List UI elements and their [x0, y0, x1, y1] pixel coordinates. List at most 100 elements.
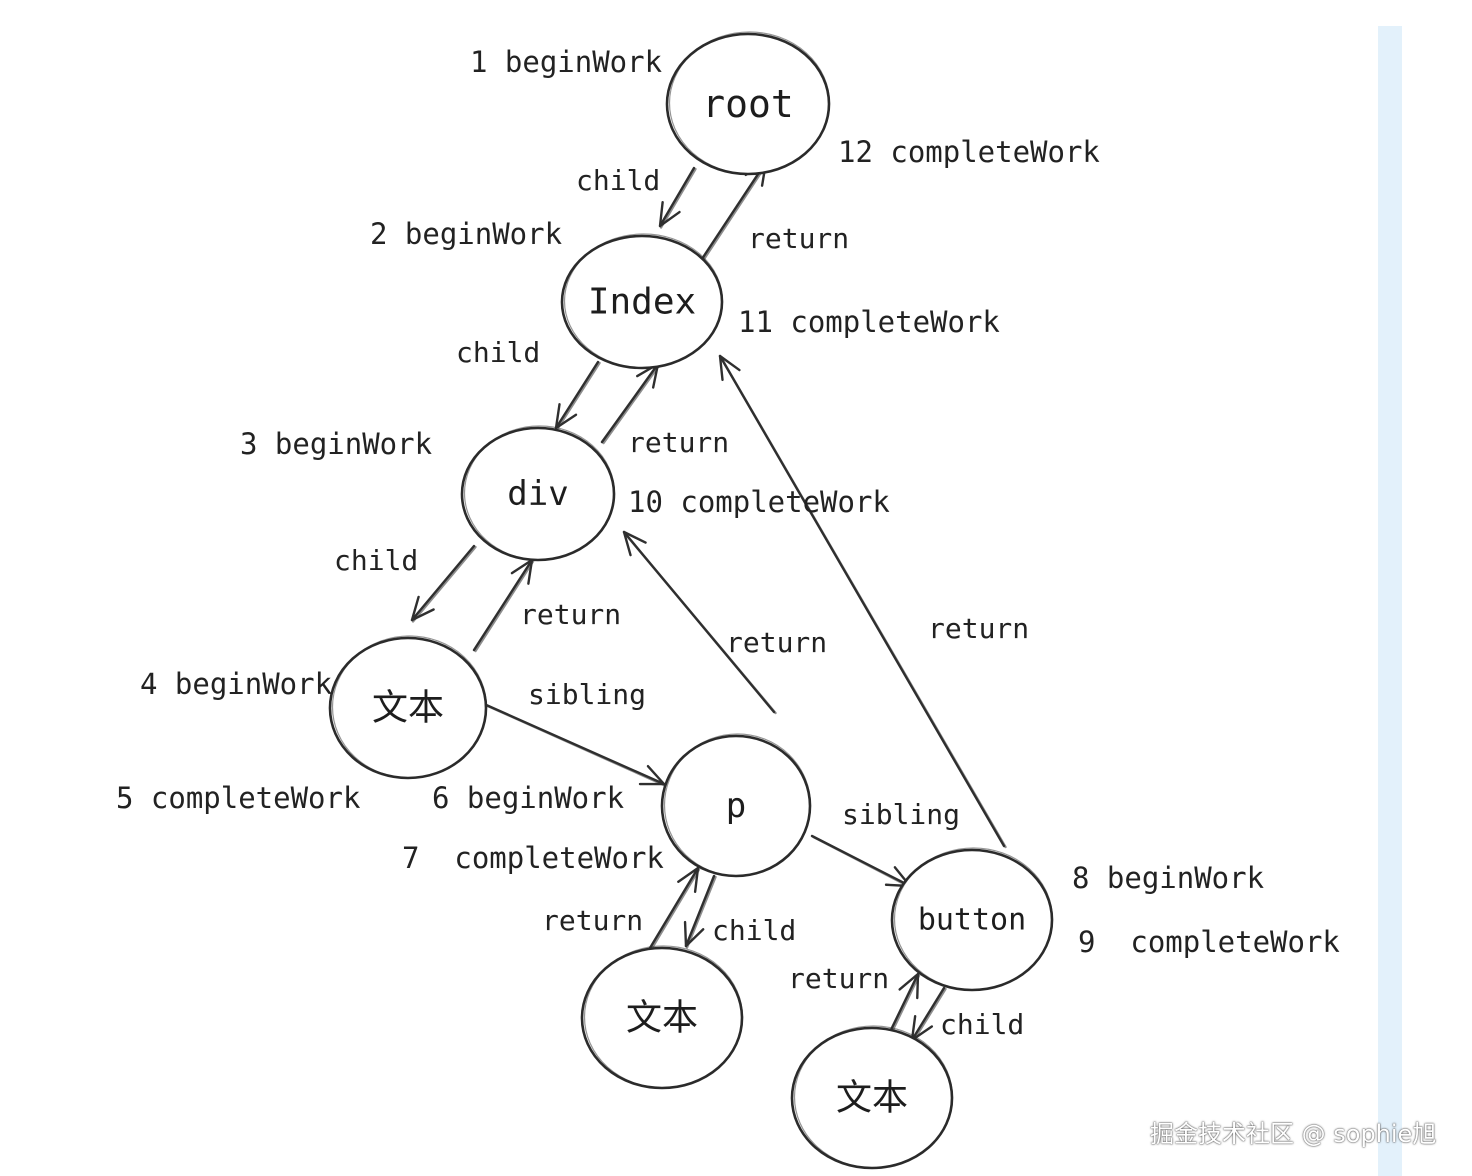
edge-label: return: [628, 426, 729, 459]
edge-label: return: [928, 612, 1029, 645]
node-circle-sketch: [463, 425, 616, 561]
node-label: root: [702, 82, 794, 126]
edge-label: child: [576, 164, 660, 197]
edge-return-button-to-index: return: [718, 354, 1029, 849]
node-circle-sketch: [893, 847, 1054, 991]
node-circle-sketch: [793, 1025, 954, 1169]
annotation-a11: 11 completeWork: [738, 305, 1000, 339]
annotation-a2: 2 beginWork: [370, 217, 563, 251]
annotation-a4: 4 beginWork: [140, 667, 333, 701]
edge-line-sketch: [484, 703, 667, 787]
node-label: 文本: [836, 1078, 908, 1119]
edge-line-sketch: [650, 868, 701, 951]
arrowhead: [677, 866, 700, 894]
node-p: p: [660, 733, 812, 878]
edge-child-p-to-text2: child: [683, 874, 796, 949]
edge-line-sketch: [555, 361, 601, 431]
edge-label: child: [940, 1008, 1024, 1041]
edge-line: [600, 362, 660, 444]
edge-line-sketch: [696, 162, 769, 271]
edge-return-text3-to-button: return: [788, 962, 921, 1039]
edge-line: [910, 986, 946, 1042]
node-text2: 文本: [580, 945, 744, 1090]
node-label: p: [726, 786, 746, 826]
edge-line-sketch: [602, 364, 661, 445]
arrowhead: [410, 595, 435, 622]
edge-label: return: [542, 904, 643, 937]
edge-return-index-to-root: return: [694, 160, 849, 271]
edge-child-root-to-index: child: [576, 164, 697, 229]
edge-line: [658, 166, 696, 228]
annotation-a3: 3 beginWork: [240, 427, 433, 461]
node-label: div: [507, 474, 568, 514]
arrowhead: [898, 972, 920, 1000]
node-div: div: [460, 425, 616, 562]
arrowhead: [622, 530, 647, 557]
edge-sibling-text1-to-p: sibling: [482, 678, 667, 787]
edge-line-sketch: [911, 987, 947, 1043]
edge-label: return: [788, 962, 889, 995]
node-circle-sketch: [663, 733, 812, 877]
node-circle-sketch: [331, 635, 488, 779]
edge-child-index-to-div: child: [456, 336, 601, 431]
edge-return-p-to-div: return: [622, 530, 827, 715]
annotation-a6: 6 beginWork: [432, 781, 625, 815]
arrowhead: [683, 920, 705, 948]
edge-label: return: [520, 598, 621, 631]
node-button: button: [890, 847, 1054, 992]
edge-label: child: [456, 336, 540, 369]
right-edge-strip: [1378, 26, 1402, 1176]
edge-label: return: [748, 222, 849, 255]
edge-sibling-p-to-button: sibling: [810, 798, 960, 889]
edge-line: [684, 874, 716, 948]
annotation-a5: 5 completeWork: [116, 781, 361, 815]
annotation-a1: 1 beginWork: [470, 45, 663, 79]
edge-label: child: [334, 544, 418, 577]
node-circle-sketch: [668, 31, 831, 175]
edge-line-sketch: [719, 356, 1007, 849]
annotation-a7: 7 completeWork: [402, 841, 664, 875]
edge-label: child: [712, 914, 796, 947]
edge-line: [472, 558, 534, 652]
edge-layer: child return child return child return sibling…: [334, 160, 1029, 1043]
annotation-a10: 10 completeWork: [628, 485, 890, 519]
arrowhead: [718, 354, 741, 382]
edge-label: sibling: [528, 678, 646, 711]
edge-line: [648, 866, 700, 950]
node-label: 文本: [626, 998, 698, 1039]
edge-return-text2-to-p: return: [542, 866, 701, 951]
edge-return-text1-to-div: return: [472, 558, 621, 653]
edge-line: [694, 160, 768, 270]
node-root: root: [665, 31, 831, 176]
arrowhead: [658, 200, 681, 228]
edge-child-div-to-text1: child: [334, 544, 477, 623]
edge-line: [886, 972, 920, 1038]
annotation-a8: 8 beginWork: [1072, 861, 1265, 895]
edge-label: return: [726, 626, 827, 659]
node-label: 文本: [372, 688, 444, 729]
node-label: button: [918, 903, 1026, 938]
edge-return-div-to-index: return: [600, 362, 729, 459]
edge-line: [410, 544, 476, 622]
watermark: 掘金技术社区 @ sophie旭: [1150, 1120, 1437, 1148]
annotation-a12: 12 completeWork: [838, 135, 1100, 169]
node-index: Index: [560, 233, 724, 370]
edge-line-sketch: [474, 560, 535, 653]
node-label: Index: [588, 282, 696, 323]
edge-child-button-to-text3: child: [910, 986, 1024, 1043]
node-circle-sketch: [583, 945, 744, 1089]
node-text3: 文本: [790, 1025, 954, 1170]
arrowhead: [638, 764, 666, 786]
edge-line-sketch: [888, 974, 921, 1039]
node-circle-sketch: [563, 233, 724, 369]
edge-line-sketch: [411, 545, 477, 623]
edge-label: sibling: [842, 798, 960, 831]
edge-line-sketch: [685, 875, 717, 949]
edge-line-sketch: [623, 532, 777, 715]
edge-line-sketch: [659, 167, 697, 229]
node-text1: 文本: [328, 635, 488, 780]
annotation-layer: 1 beginWork 12 completeWork 2 beginWork 11 …: [116, 45, 1340, 959]
